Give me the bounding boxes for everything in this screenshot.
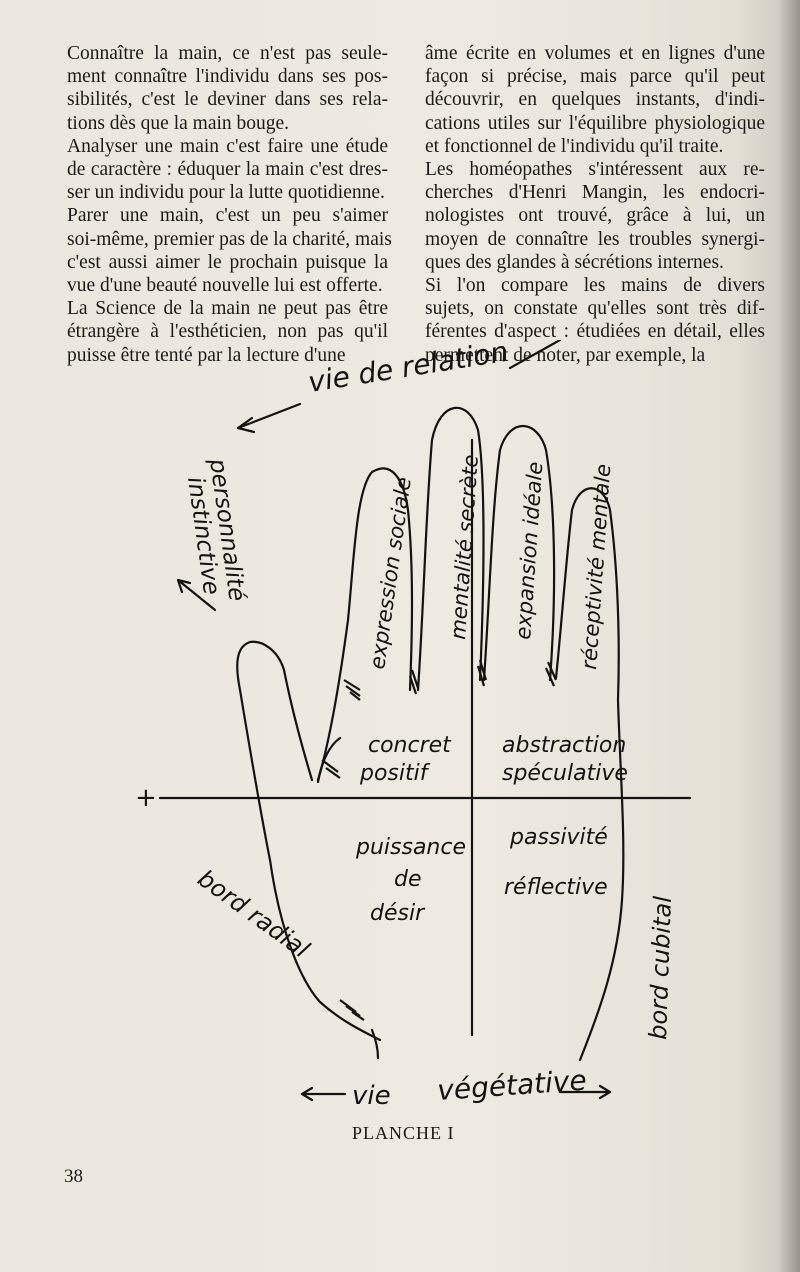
index-finger <box>316 467 414 782</box>
hatch-4 <box>544 661 558 687</box>
label-puissance: puissance <box>355 835 466 860</box>
hatch-1 <box>343 679 361 701</box>
text-line: c'est aussi aimer le prochain puisque la <box>67 251 388 273</box>
middle-finger <box>416 406 485 692</box>
label-concret: concret <box>368 733 452 758</box>
thumb-outline <box>236 640 382 1042</box>
hand-diagram: + vie de relation personnalité instincti… <box>135 340 692 1111</box>
text-column-left: Connaître la main, ce n'est pas seule-me… <box>67 42 392 367</box>
text-line: puisse être tenté par la lecture d'une <box>67 344 346 366</box>
personality-arrow <box>176 578 217 612</box>
text-line: étrangère à l'esthéticien, non pas qu'il <box>67 321 388 343</box>
label-de: de <box>394 867 422 892</box>
text-line: découvrir, en quelques instants, d'indi- <box>425 89 765 111</box>
text-line: ques des glandes à sécrétions internes. <box>425 251 724 273</box>
hatch-5 <box>321 759 341 779</box>
text-line: férentes d'aspect : étudiées en détail, … <box>425 321 765 343</box>
page-number: 38 <box>64 1166 83 1187</box>
ulnar-edge <box>578 698 625 1062</box>
label-reflective: réflective <box>504 875 608 900</box>
hatch-2 <box>408 669 420 695</box>
text-line: ser un individu pour la lutte quotidienn… <box>67 182 385 204</box>
text-line: moyen de connaître les troubles synergi- <box>425 228 765 250</box>
label-vie-de-relation: vie de relation <box>306 340 510 399</box>
text-line: vue d'une beauté nouvelle lui est offert… <box>67 275 383 297</box>
label-speculative: spéculative <box>502 761 628 786</box>
bottom-right-arrow <box>558 1084 612 1100</box>
label-vegetative: végétative <box>436 1064 587 1107</box>
text-line: Analyser une main c'est faire une étude <box>67 135 388 157</box>
plate-caption: PLANCHE I <box>352 1123 455 1143</box>
text-line: sibilités, c'est le deviner dans ses rel… <box>67 89 388 111</box>
label-positif: positif <box>359 761 431 786</box>
label-bord-cubital: bord cubital <box>644 895 677 1040</box>
text-line: de caractère : éduquer la main c'est dre… <box>67 159 388 181</box>
text-line: âme écrite en volumes et en lignes d'une <box>425 43 765 64</box>
text-line: La Science de la main ne peut pas être <box>67 298 388 320</box>
text-line: Si l'on compare les mains de divers <box>425 275 765 297</box>
text-line: Les homéopathes s'intéressent aux re- <box>425 159 765 181</box>
text-column-right: âme écrite en volumes et en lignes d'une… <box>425 42 765 367</box>
text-line: sujets, on constate qu'elles sont très d… <box>425 298 765 320</box>
text-line: ment connaître l'individu dans ses pos- <box>67 66 388 88</box>
label-expansion-ideale: expansion idéale <box>511 461 547 640</box>
label-passivite: passivité <box>509 825 608 850</box>
label-expression-sociale: expression sociale <box>365 476 416 671</box>
text-line: Parer une main, c'est un peu s'aimer <box>67 205 388 227</box>
wrist-left <box>370 1028 380 1060</box>
plus-sign: + <box>135 783 157 813</box>
hatch-6 <box>339 999 365 1021</box>
label-desir: désir <box>370 901 426 926</box>
label-bord-radial: bord radial <box>192 864 314 964</box>
text-line: et fonctionnel de l'individu qu'il trait… <box>425 135 724 157</box>
text-line: soi-même, premier pas de la charité, mai… <box>67 228 392 250</box>
text-line: nologistes ont trouvé, grâce à lui, un <box>425 205 765 227</box>
hatch-3 <box>476 659 488 687</box>
ring-finger <box>482 424 556 682</box>
top-arrow-right <box>508 340 562 370</box>
text-line: cherches d'Henri Mangin, les endocri- <box>425 182 765 204</box>
text-line: cations utiles sur l'équilibre physiolog… <box>425 112 765 134</box>
text-line: tions dès que la main bouge. <box>67 112 290 134</box>
label-mentalite-secrete: mentalité secrète <box>446 454 483 641</box>
text-line: façon si précise, mais parce qu'il peut <box>425 66 765 88</box>
little-finger <box>554 487 620 702</box>
text-line: Connaître la main, ce n'est pas seule- <box>67 43 388 64</box>
top-arrow <box>236 402 302 434</box>
book-spine-shadow <box>778 0 800 1272</box>
label-vie: vie <box>352 1081 391 1111</box>
label-abstraction: abstraction <box>502 733 626 758</box>
text-line: permettent de noter, par exemple, la <box>425 344 706 366</box>
label-receptivite-mentale: réceptivité mentale <box>577 463 615 670</box>
bottom-left-arrow <box>300 1086 347 1102</box>
